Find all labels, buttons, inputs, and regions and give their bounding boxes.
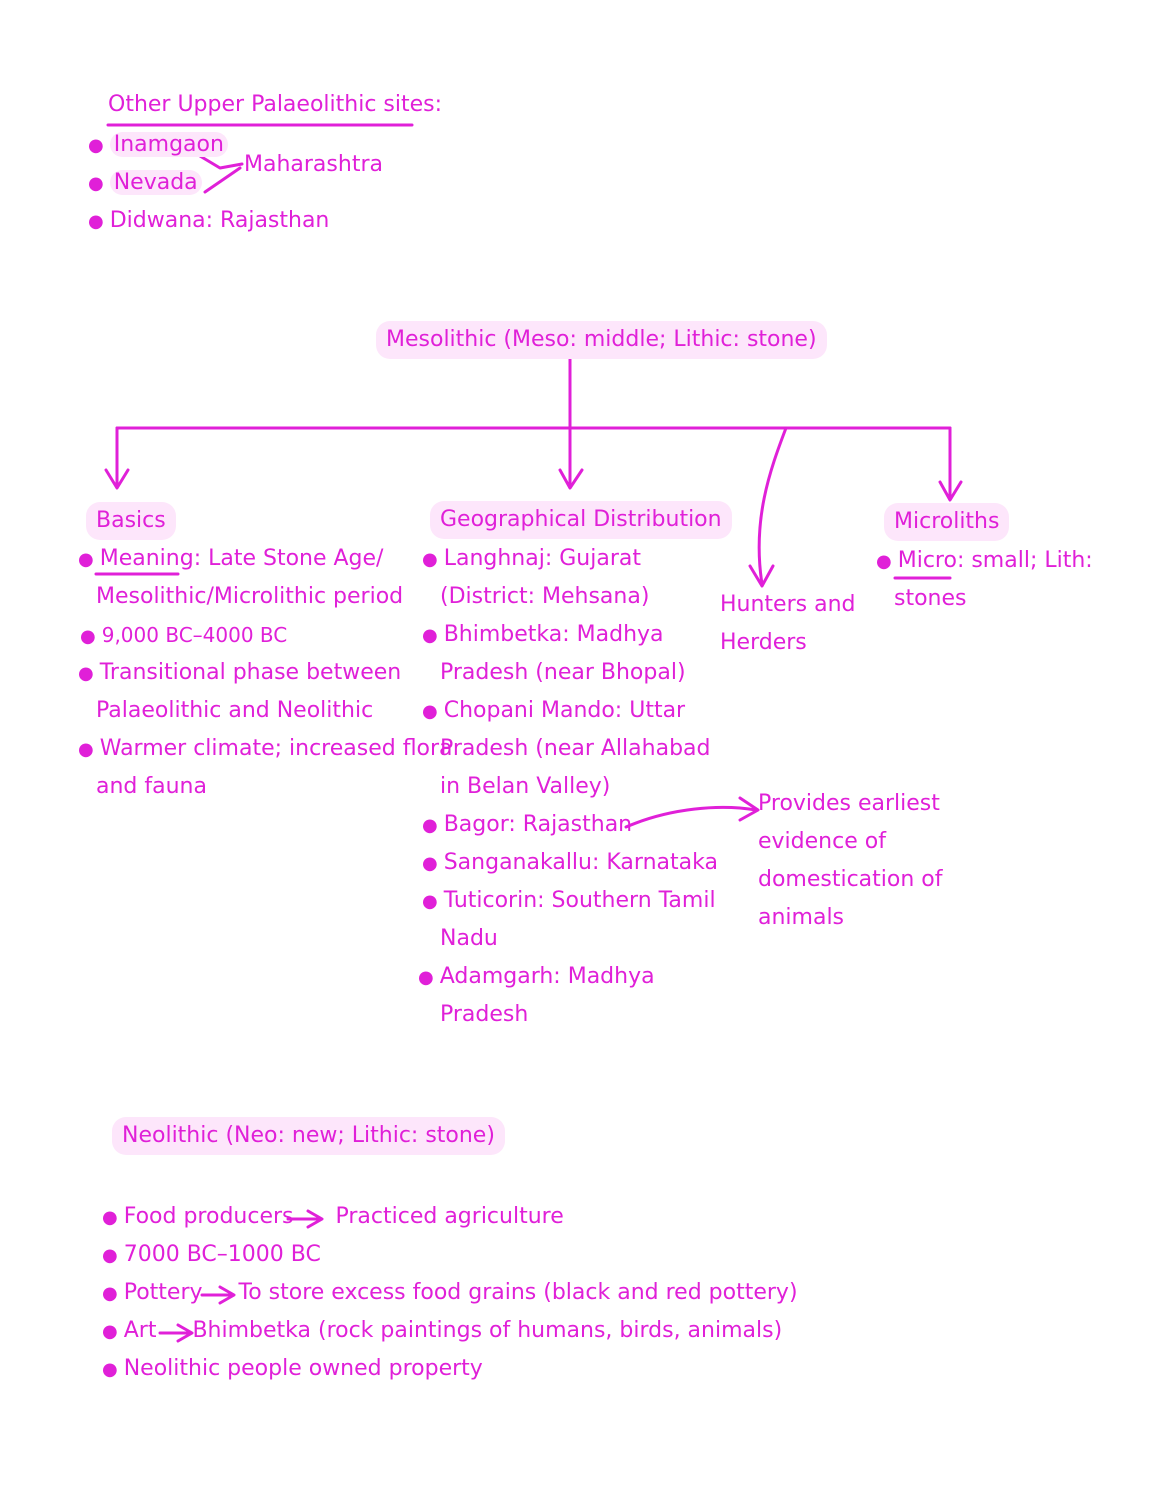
micro-cont: stones bbox=[894, 586, 967, 611]
list-item: ●Didwana: Rajasthan bbox=[88, 208, 330, 233]
geo-line: ●Bagor: Rajasthan bbox=[422, 812, 633, 837]
meaning-cont: Mesolithic/Microlithic period bbox=[96, 584, 404, 609]
geo-line: (District: Mehsana) bbox=[440, 584, 650, 609]
geo-line: ●Sanganakallu: Karnataka bbox=[422, 850, 718, 875]
bagor-note: evidence of bbox=[758, 829, 886, 854]
climate-cont: and fauna bbox=[96, 774, 207, 799]
herders-label: Herders bbox=[720, 630, 807, 655]
arrow-neo-3 bbox=[158, 1323, 194, 1343]
bracket-lines bbox=[198, 154, 244, 194]
transitional-cont: Palaeolithic and Neolithic bbox=[96, 698, 374, 723]
microliths-heading: Microliths bbox=[884, 503, 1010, 541]
geo-line: ●Bhimbetka: Madhya bbox=[422, 622, 664, 647]
geo-line: ●Chopani Mando: Uttar bbox=[422, 698, 686, 723]
transitional-line: ●Transitional phase between bbox=[78, 660, 402, 685]
geo-line: Nadu bbox=[440, 926, 498, 951]
arrow-bagor bbox=[624, 796, 760, 829]
geo-line: Pradesh (near Allahabad bbox=[440, 736, 711, 761]
date-line: ●9,000 BC–4000 BC bbox=[80, 623, 288, 647]
arrow-basics bbox=[104, 426, 130, 490]
geo-line: ●Tuticorin: Southern Tamil bbox=[422, 888, 716, 913]
geo-line: Pradesh (near Bhopal) bbox=[440, 660, 686, 685]
neolithic-item: ●7000 BC–1000 BC bbox=[102, 1242, 321, 1267]
arrow-neo-1 bbox=[286, 1209, 324, 1229]
bagor-note: domestication of bbox=[758, 867, 943, 892]
geo-line: ●Adamgarh: Madhya bbox=[418, 964, 655, 989]
geo-line: in Belan Valley) bbox=[440, 774, 611, 799]
bagor-note: Provides earliest bbox=[758, 791, 940, 816]
list-item: ●Nevada bbox=[88, 164, 202, 203]
geo-line: Pradesh bbox=[440, 1002, 529, 1027]
neolithic-item: ●Neolithic people owned property bbox=[102, 1356, 483, 1381]
hunters-label: Hunters and bbox=[720, 592, 856, 617]
mesolithic-title: Mesolithic (Meso: middle; Lithic: stone) bbox=[376, 321, 827, 359]
bagor-note: animals bbox=[758, 905, 845, 930]
neolithic-title: Neolithic (Neo: new; Lithic: stone) bbox=[112, 1117, 505, 1155]
upper-palaeolithic-heading: Other Upper Palaeolithic sites: bbox=[108, 92, 443, 117]
maharashtra-label: Maharashtra bbox=[244, 152, 383, 177]
list-item: ●Inamgaon bbox=[88, 126, 228, 165]
micro-line: ●Micro: small; Lith: bbox=[876, 548, 1093, 573]
geo-heading: Geographical Distribution bbox=[430, 501, 732, 539]
climate-line: ●Warmer climate; increased flora bbox=[78, 736, 453, 761]
arrow-neo-2 bbox=[200, 1285, 236, 1305]
basics-heading: Basics bbox=[86, 502, 176, 540]
arrow-microliths bbox=[938, 426, 963, 502]
arrow-hunters bbox=[748, 426, 788, 588]
geo-line: ●Langhnaj: Gujarat bbox=[422, 546, 641, 571]
arrow-geo bbox=[558, 426, 584, 490]
meaning-line: ●Meaning: Late Stone Age/ bbox=[78, 546, 384, 571]
